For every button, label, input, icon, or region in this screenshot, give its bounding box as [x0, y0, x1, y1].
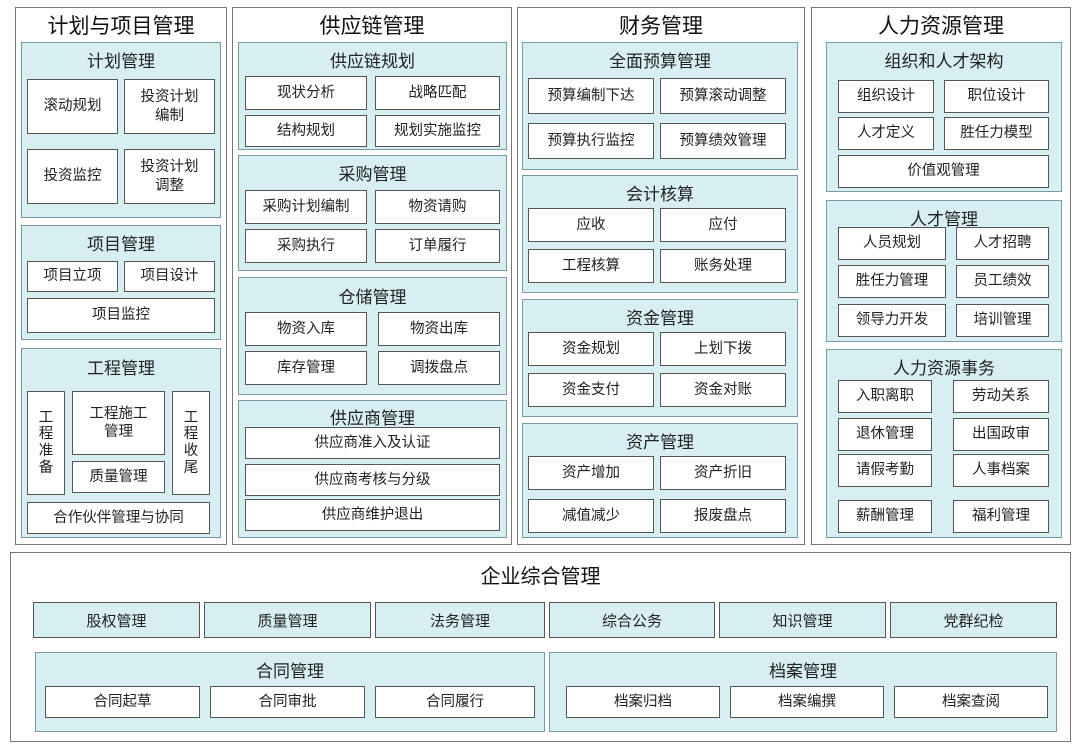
column-title-plan: 计划与项目管理: [47, 14, 195, 38]
panel-title-warehouse: 仓储管理: [338, 288, 407, 308]
contract-execution-item[interactable]: 合同履行: [375, 686, 535, 718]
procurement-exec-item[interactable]: 采购执行: [245, 229, 367, 263]
training-mgmt-item[interactable]: 培训管理: [956, 304, 1049, 337]
engineering-prep-item[interactable]: 工 程 准 备: [27, 391, 65, 495]
fund-reconcile-item[interactable]: 资金对账: [660, 373, 786, 407]
panel-title-accounting: 会计核算: [626, 185, 694, 205]
values-mgmt-item[interactable]: 价值观管理: [838, 155, 1049, 188]
supplier-assessment-item[interactable]: 供应商考核与分级: [245, 464, 500, 496]
knowledge-mgmt-bar[interactable]: 知识管理: [719, 602, 886, 638]
panel-title-procurement: 采购管理: [338, 165, 407, 185]
panel-title-assets: 资产管理: [626, 433, 694, 453]
investment-adjust-item[interactable]: 投资计划 调整: [124, 149, 215, 204]
account-processing-item[interactable]: 账务处理: [660, 249, 786, 283]
budget-compile-item[interactable]: 预算编制下达: [528, 78, 654, 114]
inventory-mgmt-item[interactable]: 库存管理: [245, 351, 367, 385]
leave-attendance-item[interactable]: 请假考勤: [838, 454, 932, 487]
onboarding-item[interactable]: 入职离职: [838, 380, 932, 413]
project-design-item[interactable]: 项目设计: [124, 261, 215, 292]
project-approval-item[interactable]: 项目立项: [27, 261, 118, 292]
recruitment-item[interactable]: 人才招聘: [956, 227, 1049, 260]
column-title-supply: 供应链管理: [319, 14, 425, 38]
archive-compile-item[interactable]: 档案编撰: [730, 686, 884, 718]
panel-title-contract-mgmt: 合同管理: [256, 662, 324, 682]
panel-title-org-structure: 组织和人才架构: [884, 52, 1004, 72]
contract-approval-item[interactable]: 合同审批: [210, 686, 365, 718]
panel-title-hr-affairs: 人力资源事务: [893, 359, 995, 379]
asset-increase-item[interactable]: 资产增加: [528, 456, 654, 490]
equity-mgmt-bar[interactable]: 股权管理: [33, 602, 200, 638]
labor-relations-item[interactable]: 劳动关系: [953, 380, 1049, 413]
order-fulfill-item[interactable]: 订单履行: [375, 229, 500, 263]
receivable-item[interactable]: 应收: [528, 208, 654, 242]
fund-allocation-item[interactable]: 上划下拨: [660, 332, 786, 366]
party-discipline-bar[interactable]: 党群纪检: [890, 602, 1057, 638]
panel-title-talent-mgmt: 人才管理: [910, 210, 978, 230]
material-request-item[interactable]: 物资请购: [375, 190, 500, 224]
asset-scrap-item[interactable]: 报废盘点: [660, 499, 786, 533]
fund-payment-item[interactable]: 资金支付: [528, 373, 654, 407]
legal-mgmt-bar[interactable]: 法务管理: [375, 602, 545, 638]
investment-plan-item[interactable]: 投资计划 编制: [124, 79, 215, 134]
panel-title-budget: 全面预算管理: [609, 52, 711, 72]
enterprise-title: 企业综合管理: [480, 564, 601, 588]
payroll-item[interactable]: 薪酬管理: [838, 500, 932, 533]
panel-title-supplier: 供应商管理: [330, 409, 415, 429]
leadership-dev-item[interactable]: 领导力开发: [838, 304, 946, 337]
panel-title-project-mgmt: 项目管理: [87, 235, 155, 255]
panel-title-archive-mgmt: 档案管理: [769, 662, 837, 682]
position-design-item[interactable]: 职位设计: [944, 80, 1049, 113]
panel-title-engineering-mgmt: 工程管理: [87, 359, 155, 379]
personnel-files-item[interactable]: 人事档案: [953, 454, 1049, 487]
fund-planning-item[interactable]: 资金规划: [528, 332, 654, 366]
strategy-match-item[interactable]: 战略匹配: [375, 76, 500, 110]
engineering-closing-item[interactable]: 工 程 收 尾: [172, 391, 210, 495]
supplier-maintenance-item[interactable]: 供应商维护退出: [245, 499, 500, 531]
plan-monitor-item[interactable]: 规划实施监控: [375, 115, 500, 147]
contract-draft-item[interactable]: 合同起草: [45, 686, 200, 718]
construction-mgmt-item[interactable]: 工程施工 管理: [72, 391, 165, 455]
asset-impairment-item[interactable]: 减值减少: [528, 499, 654, 533]
material-inbound-item[interactable]: 物资入库: [245, 312, 367, 346]
panel-title-plan-mgmt: 计划管理: [87, 52, 155, 72]
quality-mgmt-item[interactable]: 质量管理: [72, 461, 165, 493]
employee-performance-item[interactable]: 员工绩效: [956, 265, 1049, 298]
asset-depreciation-item[interactable]: 资产折旧: [660, 456, 786, 490]
panel-title-funds: 资金管理: [626, 309, 694, 329]
status-analysis-item[interactable]: 现状分析: [245, 76, 367, 110]
column-title-finance: 财务管理: [619, 14, 703, 38]
org-design-item[interactable]: 组织设计: [838, 80, 934, 113]
retirement-item[interactable]: 退休管理: [838, 418, 932, 451]
archive-filing-item[interactable]: 档案归档: [566, 686, 720, 718]
talent-definition-item[interactable]: 人才定义: [838, 117, 934, 150]
overseas-review-item[interactable]: 出国政审: [953, 418, 1049, 451]
partner-mgmt-item[interactable]: 合作伙伴管理与协同: [27, 502, 210, 534]
competency-mgmt-item[interactable]: 胜任力管理: [838, 265, 946, 298]
competency-model-item[interactable]: 胜任力模型: [944, 117, 1049, 150]
archive-query-item[interactable]: 档案查阅: [894, 686, 1048, 718]
budget-performance-item[interactable]: 预算绩效管理: [660, 123, 786, 159]
project-monitor-item[interactable]: 项目监控: [27, 298, 215, 333]
welfare-item[interactable]: 福利管理: [953, 500, 1049, 533]
budget-adjust-item[interactable]: 预算滚动调整: [660, 78, 786, 114]
procurement-plan-item[interactable]: 采购计划编制: [245, 190, 367, 224]
structure-plan-item[interactable]: 结构规划: [245, 115, 367, 147]
investment-monitor-item[interactable]: 投资监控: [27, 149, 118, 204]
project-accounting-item[interactable]: 工程核算: [528, 249, 654, 283]
material-outbound-item[interactable]: 物资出库: [378, 312, 500, 346]
budget-monitor-item[interactable]: 预算执行监控: [528, 123, 654, 159]
transfer-count-item[interactable]: 调拨盘点: [378, 351, 500, 385]
panel-title-supply-planning: 供应链规划: [330, 52, 415, 72]
general-affairs-bar[interactable]: 综合公务: [549, 602, 715, 638]
payable-item[interactable]: 应付: [660, 208, 786, 242]
quality-mgmt-bar[interactable]: 质量管理: [204, 602, 371, 638]
supplier-admission-item[interactable]: 供应商准入及认证: [245, 427, 500, 459]
column-title-hr: 人力资源管理: [878, 14, 1004, 38]
rolling-plan-item[interactable]: 滚动规划: [27, 79, 118, 134]
staff-planning-item[interactable]: 人员规划: [838, 227, 946, 260]
